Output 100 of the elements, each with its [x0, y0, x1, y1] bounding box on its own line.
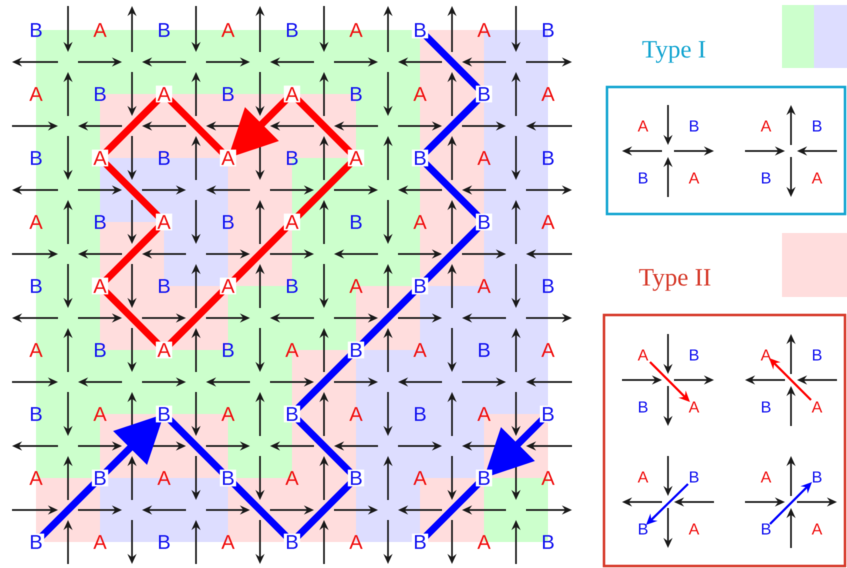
letter-label: B — [158, 23, 170, 37]
letter-label: A — [29, 471, 43, 485]
letter-label: A — [638, 120, 648, 132]
panel-heading: Type II — [639, 269, 710, 291]
letter-label: B — [762, 523, 770, 534]
letter-label: B — [812, 350, 822, 360]
letter-label: B — [638, 523, 648, 534]
letter-label: B — [94, 343, 106, 357]
letter-label: A — [220, 278, 236, 294]
letter-label: A — [688, 172, 700, 184]
letter-label: A — [221, 23, 235, 37]
letter-label: A — [812, 402, 822, 412]
letter-label: B — [412, 22, 428, 38]
letter-label: B — [690, 120, 698, 132]
letter-label: B — [638, 402, 648, 412]
letter-label: A — [349, 535, 363, 549]
letter-label: B — [156, 406, 172, 422]
letter-label: A — [541, 87, 555, 101]
letter-label: A — [760, 471, 772, 482]
letter-label: B — [30, 23, 42, 37]
panel-heading: Type I — [642, 41, 706, 63]
letter-label: B — [690, 471, 698, 482]
letter-label: B — [286, 151, 298, 165]
letter-label: B — [94, 87, 106, 101]
letter-label: B — [222, 87, 234, 101]
letter-label: A — [349, 407, 363, 421]
letter-label: B — [762, 402, 770, 412]
letter-label: A — [156, 86, 172, 102]
letter-label: B — [284, 534, 300, 550]
letter-label: A — [93, 535, 107, 549]
letter-label: B — [542, 279, 554, 293]
letter-label: B — [476, 86, 492, 102]
letter-label: A — [541, 343, 555, 357]
letter-label: B — [158, 279, 170, 293]
letter-label: A — [812, 172, 822, 184]
letter-label: B — [284, 406, 300, 422]
letter-label: B — [412, 278, 428, 294]
letter-label: B — [94, 215, 106, 229]
letter-label: B — [30, 151, 42, 165]
letter-label: A — [812, 523, 822, 534]
letter-label: A — [284, 214, 300, 230]
letter-label: B — [350, 215, 362, 229]
letter-label: A — [413, 87, 427, 101]
letter-label: A — [348, 150, 364, 166]
letter-label: A — [220, 150, 236, 166]
letter-label: A — [688, 523, 700, 534]
letter-label: A — [93, 407, 107, 421]
letter-label: B — [348, 342, 364, 358]
letter-label: B — [542, 535, 554, 549]
letter-label: A — [285, 471, 299, 485]
letter-label: A — [477, 279, 491, 293]
letter-label: A — [29, 343, 43, 357]
letter-label: A — [284, 86, 300, 102]
letter-label: B — [638, 172, 648, 184]
letter-label: A — [93, 23, 107, 37]
letter-label: B — [220, 470, 236, 486]
letter-label: B — [412, 150, 428, 166]
letter-label: A — [477, 407, 491, 421]
letter-label: B — [222, 215, 234, 229]
letter-label: A — [92, 278, 108, 294]
letter-label: A — [477, 535, 491, 549]
letter-label: B — [286, 279, 298, 293]
letter-label: B — [286, 23, 298, 37]
letter-label: B — [478, 343, 490, 357]
letter-label: B — [348, 470, 364, 486]
letter-label: B — [158, 535, 170, 549]
letter-label: B — [350, 87, 362, 101]
letter-label: A — [541, 471, 555, 485]
letter-label: A — [285, 343, 299, 357]
letter-label: A — [760, 350, 772, 360]
letter-label: B — [476, 214, 492, 230]
letter-label: A — [541, 215, 555, 229]
letter-label: A — [477, 151, 491, 165]
letter-label: B — [540, 406, 556, 422]
letter-label: A — [29, 87, 43, 101]
letter-label: A — [638, 471, 648, 482]
letter-label: A — [92, 150, 108, 166]
letter-label: A — [156, 342, 172, 358]
letter-label: B — [690, 350, 698, 360]
letter-label: B — [414, 407, 426, 421]
letter-label: B — [542, 23, 554, 37]
letter-label: B — [92, 470, 108, 486]
letter-label: B — [30, 407, 42, 421]
letter-label: B — [812, 120, 822, 132]
letter-label: B — [28, 534, 44, 550]
letter-label: A — [29, 215, 43, 229]
letter-label: A — [221, 407, 235, 421]
letter-label: B — [762, 172, 770, 184]
letter-label: A — [349, 279, 363, 293]
letter-label: B — [412, 534, 428, 550]
letter-label: A — [413, 215, 427, 229]
letter-label: B — [30, 279, 42, 293]
letter-label: A — [688, 402, 700, 412]
letter-label: A — [413, 471, 427, 485]
letter-label: B — [222, 343, 234, 357]
letter-label: A — [638, 350, 648, 360]
letter-label: A — [349, 23, 363, 37]
letter-label: A — [157, 471, 171, 485]
letter-label: A — [156, 214, 172, 230]
letter-label: B — [476, 470, 492, 486]
